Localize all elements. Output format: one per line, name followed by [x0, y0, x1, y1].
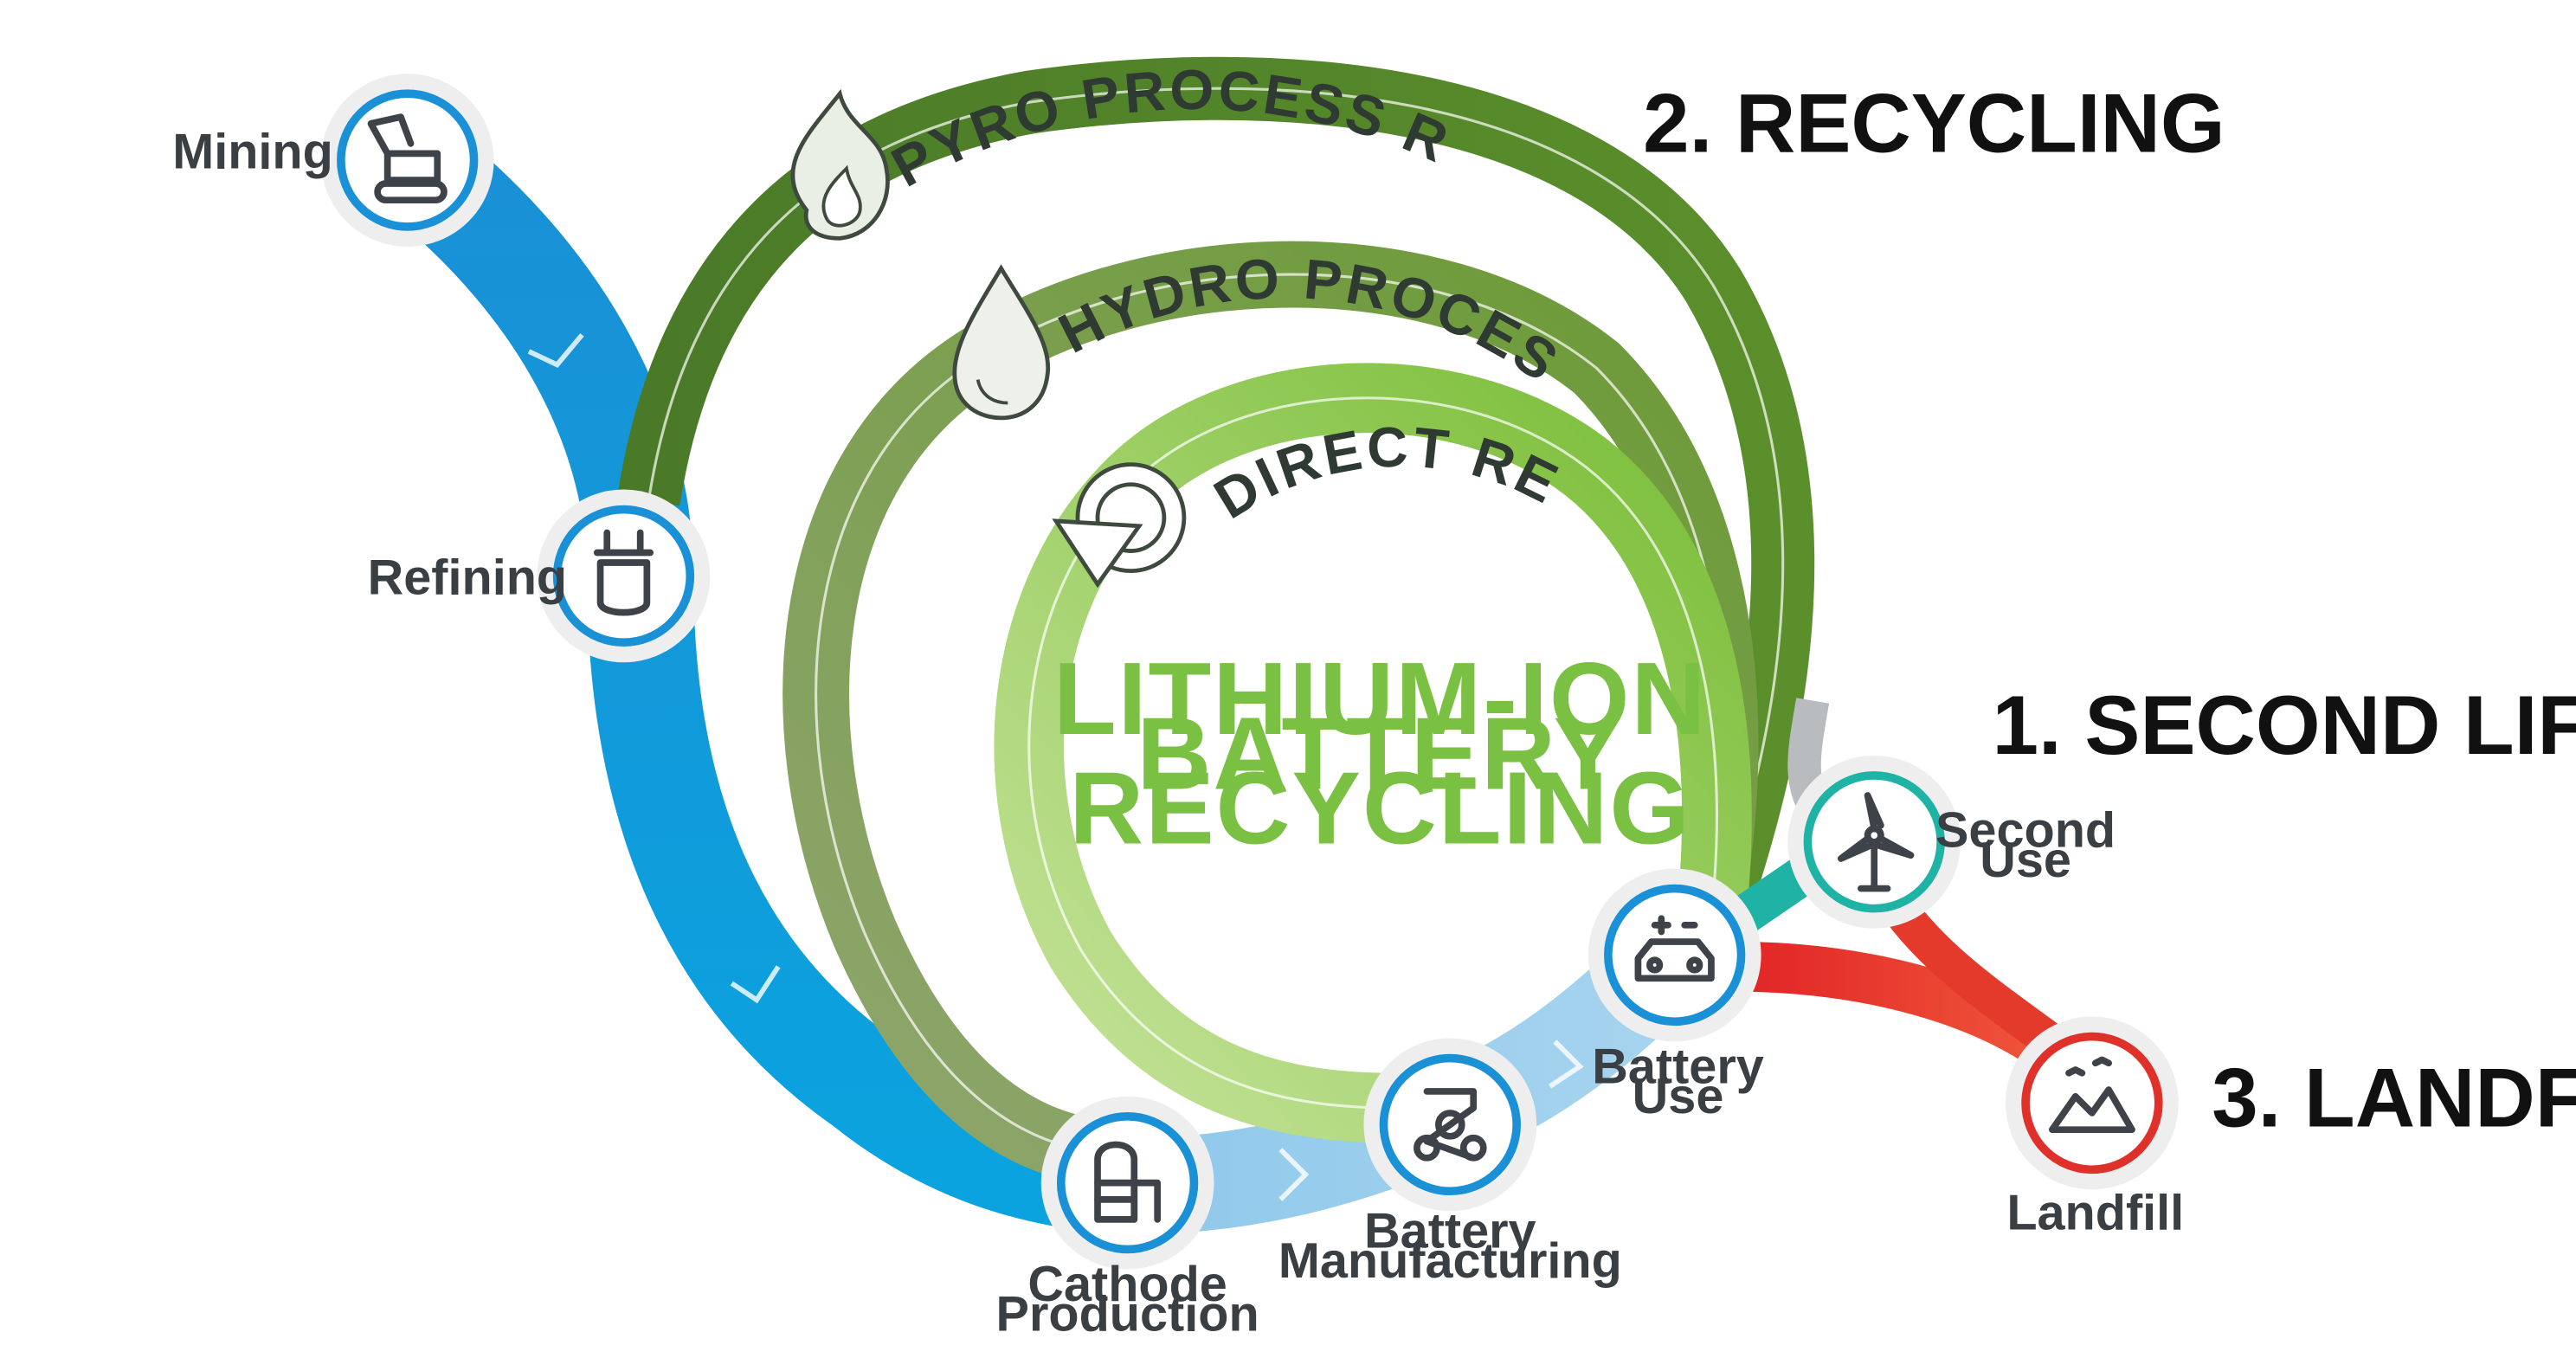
refinery-icon: [593, 529, 654, 616]
node-label-second-use-2: Use: [1980, 833, 2071, 888]
circular-arrow-icon: [1052, 462, 1187, 589]
node-label-battery-use-1: Battery: [1592, 1039, 1764, 1094]
node-label-landfill: Landfill: [2006, 1185, 2184, 1240]
node-label-battery-use-2: Use: [1633, 1069, 1724, 1124]
title-line-1: LITHIUM-ION: [1053, 641, 1708, 756]
landfill-icon: [2048, 1056, 2135, 1133]
recycling-heading: 2. RECYCLING: [1643, 77, 2225, 170]
flame-icon: [790, 88, 890, 241]
droplet-icon: [952, 264, 1051, 421]
center-title: LITHIUM-ION BATTERY RECYCLING: [1053, 641, 1708, 866]
title-line-3: RECYCLING: [1069, 751, 1691, 866]
node-refining: [537, 489, 711, 663]
node-label-second-use-1: Second: [1935, 803, 2116, 859]
node-mining: [320, 74, 494, 247]
wind-turbine-icon: [1837, 792, 1915, 892]
second-life-heading: 1. SECOND LIFE: [1993, 679, 2576, 772]
car-battery-icon: [1634, 915, 1715, 982]
title-line-2: BATTERY: [1137, 696, 1624, 811]
node-landfill: [2006, 1016, 2179, 1190]
tanks-icon: [1094, 1141, 1162, 1223]
node-label-manufacturing-2: Manufacturing: [1278, 1233, 1622, 1289]
node-second-use: [1787, 755, 1961, 929]
supply-chain-band: [375, 118, 1136, 1236]
node-label-cathode-1: Cathode: [1027, 1257, 1227, 1312]
node-label-mining: Mining: [172, 125, 333, 180]
node-label-cathode-2: Production: [996, 1287, 1259, 1342]
conveyor-icon: [1414, 1088, 1487, 1162]
node-label-manufacturing-1: Battery: [1364, 1204, 1536, 1259]
node-label-refining: Refining: [368, 550, 567, 606]
node-cathode-production: [1040, 1096, 1214, 1270]
node-battery-manufacturing: [1363, 1038, 1537, 1212]
landfill-heading: 3. LANDFILL: [2212, 1052, 2576, 1144]
node-battery-use: [1587, 868, 1761, 1042]
excavator-icon: [367, 113, 448, 204]
band-chevrons: [527, 332, 1584, 1201]
